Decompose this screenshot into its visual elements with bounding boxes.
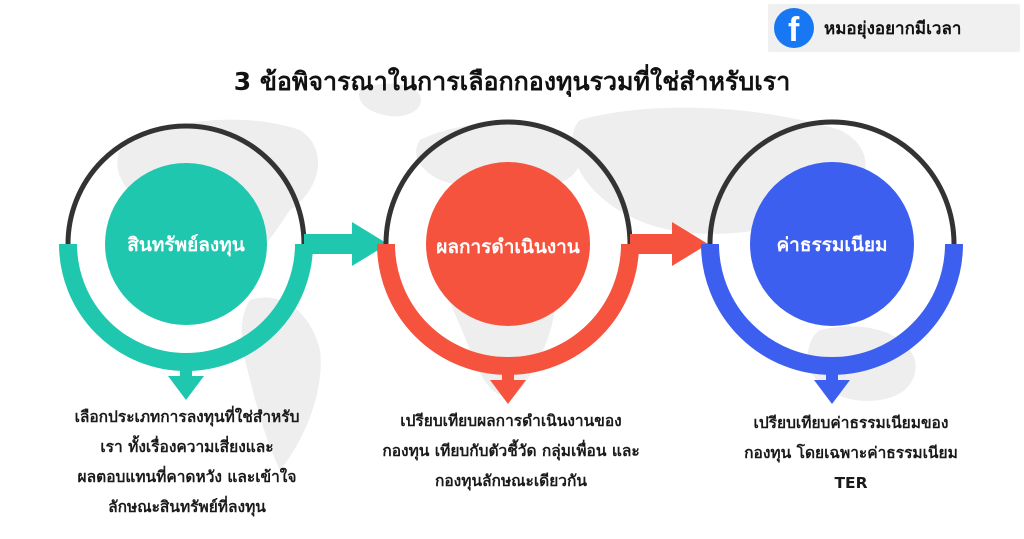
step-3-circle (750, 162, 914, 326)
step-1-label: สินทรัพย์ลงทุน (127, 234, 245, 256)
step-2-label: ผลการดำเนินงาน (436, 236, 580, 258)
step-3-graphic (701, 119, 963, 404)
step-3-down-arrow (814, 380, 850, 404)
step-1-description-line: ลักษณะสินทรัพย์ที่ลงทุน (108, 498, 266, 516)
step-2-description: เปรียบเทียบผลการดำเนินงานของ กองทุน เทีย… (338, 406, 684, 496)
step-2-dark-arc (383, 119, 633, 245)
step-1-description-line: เรา ทั้งเรื่องความเสี่ยงและ (100, 438, 274, 456)
step-3-description-line: เปรียบเทียบค่าธรรมเนียมของ (753, 414, 949, 432)
step-1-description: เลือกประเภทการลงทุนที่ใช่สำหรับ เรา ทั้ง… (22, 402, 352, 522)
step-3-label: ค่าธรรมเนียม (776, 234, 888, 256)
step-2-right-arrow (630, 222, 708, 266)
diagram-title: 3 ข้อพิจารณาในการเลือกกองทุนรวมที่ใช่สำห… (233, 67, 791, 96)
step-2-down-arrow (490, 380, 526, 404)
step-2-down-stem (502, 366, 514, 380)
step-3-down-stem (826, 366, 838, 380)
step-3-description: เปรียบเทียบค่าธรรมเนียมของ กองทุน โดยเฉพ… (690, 408, 1012, 498)
step-3-description-line: TER (834, 474, 868, 492)
step-2-circle (426, 162, 590, 326)
step-1-right-arrow (304, 222, 388, 266)
step-2-description-line: เปรียบเทียบผลการดำเนินงานของ (400, 412, 622, 430)
step-3-description-line: กองทุน โดยเฉพาะค่าธรรมเนียม (744, 444, 958, 462)
step-1-circle (105, 163, 267, 325)
step-1-description-line: เลือกประเภทการลงทุนที่ใช่สำหรับ (74, 408, 300, 426)
step-1-color-arc (59, 243, 313, 371)
facebook-icon: f (774, 8, 814, 49)
step-1-graphic (59, 123, 388, 400)
step-2-graphic (377, 119, 708, 404)
facebook-page-badge[interactable]: f หมอยุ่งอยากมีเวลา (768, 4, 1020, 52)
page-name: หมอยุ่งอยากมีเวลา (824, 18, 962, 39)
step-1-down-stem (180, 362, 192, 376)
step-1-down-arrow (168, 376, 204, 400)
step-1-description-line: ผลตอบแทนที่คาดหวัง และเข้าใจ (77, 468, 297, 486)
step-2-description-line: กองทุน เทียบกับตัวชี้วัด กลุ่มเพื่อน และ (382, 442, 640, 460)
step-3-dark-arc (707, 119, 957, 245)
step-2-description-line: กองทุนลักษณะเดียวกัน (434, 472, 587, 490)
step-1-dark-arc (65, 123, 307, 245)
